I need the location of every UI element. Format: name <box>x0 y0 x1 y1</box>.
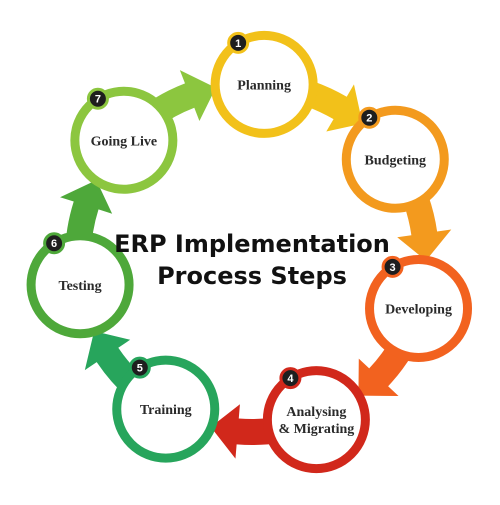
step-badge-3 <box>381 255 404 278</box>
step-number-7: 7 <box>95 94 101 106</box>
diagram-title: ERP Implementation Process Steps <box>114 230 390 290</box>
step-label-5: Training <box>140 403 192 418</box>
step-circle-1 <box>210 30 318 138</box>
step-badge-5 <box>128 356 151 379</box>
title-line-1: ERP Implementation <box>114 230 390 258</box>
step-badge-1 <box>227 31 250 54</box>
step-number-5: 5 <box>137 363 143 375</box>
step-number-3: 3 <box>389 262 395 274</box>
step-circle-7 <box>70 86 178 194</box>
step-label-1: Planning <box>237 78 291 93</box>
step-circle-4 <box>262 366 370 474</box>
step-badge-2 <box>358 106 381 129</box>
step-number-1: 1 <box>235 38 241 50</box>
step-circle-3 <box>365 254 473 362</box>
step-badge-6 <box>43 232 66 255</box>
step-circle-6 <box>26 231 134 339</box>
step-label-6: Testing <box>59 279 102 294</box>
step-number-6: 6 <box>51 238 57 250</box>
step-circles: 1Planning2Budgeting3Developing4Analysing… <box>26 30 473 474</box>
step-label-3: Developing <box>385 302 452 317</box>
step-label-4-line-1: Analysing <box>286 405 346 420</box>
step-label-7: Going Live <box>91 134 158 149</box>
step-circle-5 <box>112 355 220 463</box>
step-number-4: 4 <box>287 373 294 385</box>
step-label-4-line-2: & Migrating <box>278 422 354 437</box>
step-circle-2 <box>341 105 449 213</box>
title-line-2: Process Steps <box>157 262 347 290</box>
step-badge-4 <box>279 367 302 390</box>
step-number-2: 2 <box>366 113 372 125</box>
step-badge-7 <box>86 87 109 110</box>
step-label-2: Budgeting <box>365 153 426 168</box>
